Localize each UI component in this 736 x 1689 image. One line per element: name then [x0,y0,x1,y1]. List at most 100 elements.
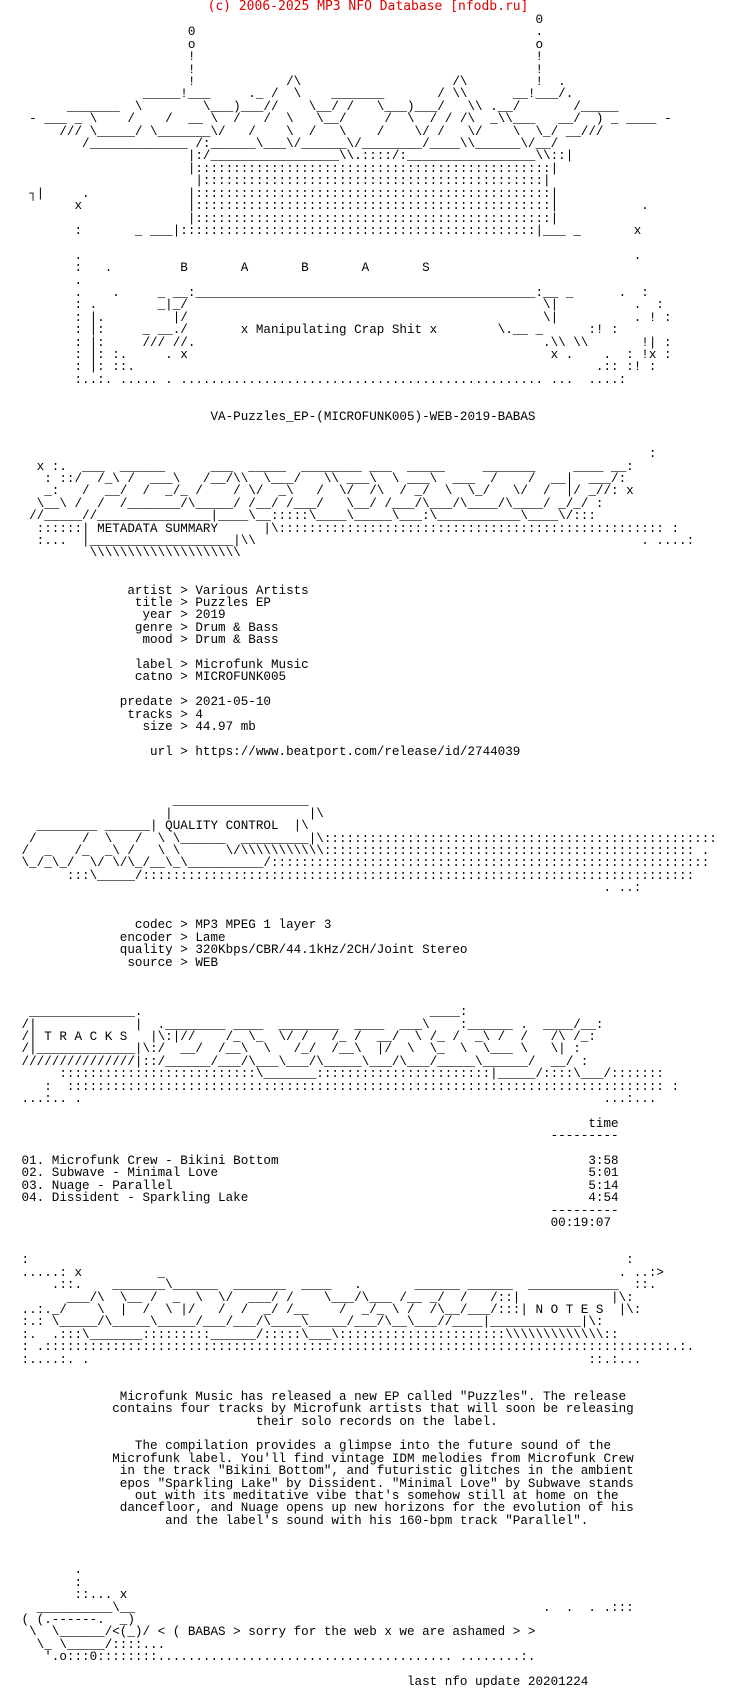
ascii-art-line: --------- [14,1129,619,1144]
text-line-logo-letters: : . B A B A S [14,261,430,276]
ascii-art-line: \\\\\\\\\\\\\\\\\\\\ [14,546,241,561]
ascii-art-line: /// \_____/ \_______\/ / \ / \ / \/ / \/… [14,124,604,139]
text-line-quality-0: codec > MP3 MPEG 1 layer 3 [14,918,332,933]
text-line-tracks-title: /| T R A C K S |\:|// /_ \_ \/ / /_ / __… [14,1030,596,1045]
ascii-art-line [14,771,717,783]
ascii-art-line [14,560,717,572]
ascii-art-line: :. .:::\_______:::::::::______/:::::\___… [14,1327,619,1342]
ascii-art-line: :..:. ..... . ..........................… [14,372,627,387]
ascii-art-line [14,733,717,745]
ascii-art-line: .....: x _ . ..:> [14,1265,664,1280]
text-line-notes-title: ..:._/ \ | / \ |/ / / _/ /__ / _/_ \ / /… [14,1302,642,1317]
ascii-art-line: \_/_\_/ \/ \/\_/__\_\__________/::::::::… [14,856,710,871]
ascii-art-line: x |:::::::::::::::::::::::::::::::::::::… [14,199,649,214]
text-line-total-time: 00:19:07 [14,1216,612,1231]
text-line-time-header: time [14,1116,619,1131]
text-line-tracklist-0: 01. Microfunk Crew - Bikini Bottom 3:58 [14,1154,619,1169]
ascii-art-line: : [14,447,657,462]
ascii-art-line [14,1527,717,1539]
ascii-art-line [14,237,717,249]
ascii-art-line: . [14,273,83,288]
text-line-notes-p2-5: dancefloor, and Nuage opens up new horiz… [14,1501,634,1516]
text-line-notes-p2-6: and the label's sound with his 160-bpm t… [14,1513,589,1528]
text-line-logo-tagline: : |: _ __./ x Manipulating Crap Shit x \… [14,323,619,338]
ascii-art-line: x :. ___ ______ ___ _____ ________ ___ _… [14,459,634,474]
text-line-tracklist-3: 04. Dissident - Sparkling Lake 4:54 [14,1191,619,1206]
text-line-notes-p2-1: Microfunk label. You'll find vintage IDM… [14,1451,634,1466]
ascii-art-line: :::\_____/::::::::::::::::::::::::::::::… [14,868,695,883]
ascii-art-line: ::... x [14,1588,128,1603]
ascii-art-line: .::. _______\______ _______ ____ . _____… [14,1278,657,1293]
ascii-art-line [14,1230,717,1242]
ascii-art-line [14,1105,717,1117]
ascii-art-line: ::::::::::::::::::::::::::\_______::::::… [14,1067,664,1082]
ascii-art-line: : |: :. . x x . . : !x : [14,347,672,362]
ascii-art-line: |:::::::::::::::::::::::::::::::::::::::… [14,174,551,189]
text-line-metadata-10[interactable]: url > https://www.beatport.com/release/i… [14,744,521,759]
ascii-art-line: ______________. ____: [14,1005,468,1020]
ascii-art-line: _____!___ ._ / \ _______ / \\ __!___/. [14,87,574,102]
ascii-art-line [14,758,717,770]
text-line-notes-p2-4: out with its meditative vibe that's some… [14,1488,619,1503]
text-line-metadata-5: label > Microfunk Music [14,658,309,672]
text-line-metadata-8: tracks > 4 [14,707,203,722]
text-line-metadata-1: title > Puzzles EP [14,595,271,610]
text-line-footer-message: \ \______/<(_)/ < ( BABAS > sorry for th… [14,1625,536,1640]
ascii-art-line: //_____//_______________|____\__:::::\__… [14,509,596,524]
ascii-art-line: /| | .________ ____ ________ ____ ___\ :… [14,1017,604,1032]
text-line-metadata-4: mood > Drum & Bass [14,633,279,648]
ascii-art-line: / / \ / \ \______ _________|\:::::::::::… [14,831,717,846]
ascii-art-line: | |\ [14,806,324,821]
text-line-quality-3: source > WEB [14,955,219,970]
text-line-tracklist-1: 02. Subwave - Minimal Love 5:01 [14,1166,619,1181]
text-line-quality-title: ________ ______| QUALITY CONTROL |\ [14,819,309,834]
text-line-notes-p1-2: their solo records on the label. [14,1414,498,1429]
text-line-notes-p1-1: contains four tracks by Microfunk artist… [14,1402,634,1417]
ascii-art-line: : .:::::::::::::::::::::::::::::::::::::… [14,1340,695,1355]
ascii-art-line [14,895,717,907]
ascii-art-line: . [14,1563,83,1578]
ascii-art-line: - ___ _ \ / / __ \ / / \ \__/ / \ / / /\… [14,112,672,127]
ascii-art-line: : |: /// //. .\\ \\ !| : [14,335,672,350]
text-line-tracklist-2: 03. Nuage - Parallel 5:14 [14,1178,619,1193]
ascii-art-line: ///////////////|::/______/___/\___\___/\… [14,1054,589,1069]
ascii-art-line: : [14,1575,83,1590]
ascii-art-line: _: / __/ / _/_ / / \/ _\ / \/ /\ / _/ \ … [14,484,634,499]
ascii-art-line: ┐| . |::::::::::::::::::::::::::::::::::… [14,186,559,201]
text-line-metadata-6: catno > MICROFUNK005 [14,670,287,685]
ascii-art-line [14,423,717,435]
ascii-art-line: :... |___________________|\\ . ....: [14,533,695,548]
text-line-last-update: last nfo update 20201224 [14,1674,589,1689]
nfo-document: 0 0 . o o ! [14,13,717,1689]
site-header: (c) 2006-2025 MP3 NFO Database [nfodb.ru… [207,0,529,14]
text-line-metadata-7: predate > 2021-05-10 [14,695,271,710]
ascii-art-line: / _ /_ _\ / \ \ \/\\\\\\\\\\\:::::::::::… [14,844,710,859]
text-line-metadata-9: size > 44.97 mb [14,720,256,735]
ascii-art-line: : ::::::::::::::::::::::::::::::::::::::… [14,1079,680,1094]
ascii-art-line: . . [14,248,642,263]
ascii-art-line: __________________ [14,794,309,809]
ascii-art-line: \_ \_____/::::... [14,1637,166,1652]
ascii-art-line: : : [14,1253,634,1268]
ascii-art-line: . ..: [14,881,642,896]
ascii-art-line: ...:.. . ...:... [14,1092,657,1107]
text-line-notes-p1-0: Microfunk Music has released a new EP ca… [14,1389,627,1404]
text-line-notes-p2-3: epos "Sparkling Lake" by Dissident. "Min… [14,1476,634,1491]
ascii-art-line: ! ! [14,50,544,65]
text-line-notes-p2-0: The compilation provides a glimpse into … [14,1439,612,1454]
ascii-art-line: : |. |/ \| . ! : [14,310,672,325]
ascii-art-line: : ::/ /_\ / ___\ /__/\\ \___/ \\ ___\ \ … [14,471,627,486]
text-line-quality-2: quality > 320Kbps/CBR/44.1kHz/2CH/Joint … [14,943,468,958]
text-line-metadata-0: artist > Various Artists [14,583,309,598]
ascii-art-line: :....:. . ::.:... [14,1352,642,1367]
ascii-art-line: 0 [14,13,544,27]
ascii-art-line [14,1366,717,1378]
ascii-art-line: |:/_________________\\.::::/:___________… [14,149,574,164]
text-line-metadata-title: ::::::| METADATA SUMMARY |\:::::::::::::… [14,521,680,536]
ascii-art-line: __________\__ . . . .::: [14,1600,634,1615]
ascii-art-line: : _ ___|::::::::::::::::::::::::::::::::… [14,223,642,238]
ascii-art-line [14,1664,717,1676]
ascii-art-line: 0 . [14,25,544,40]
ascii-art-line [14,1552,717,1564]
ascii-art-line: |:::::::::::::::::::::::::::::::::::::::… [14,211,559,226]
